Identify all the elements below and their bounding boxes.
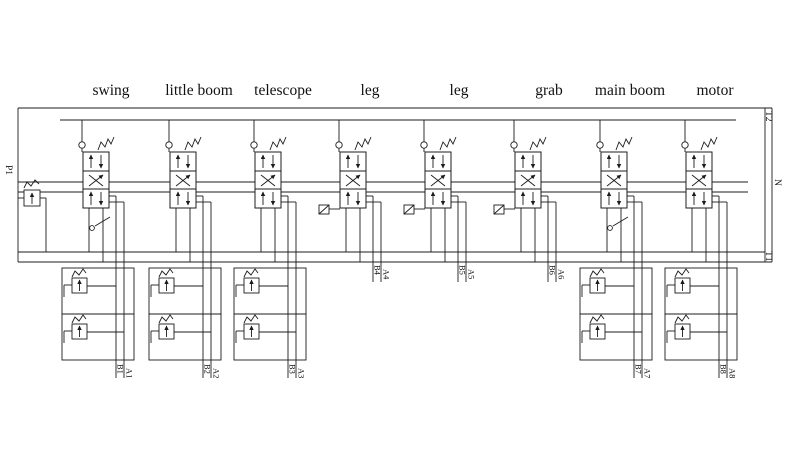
section-label: swing bbox=[92, 82, 129, 99]
main-port-label: P1 bbox=[3, 165, 13, 175]
check-valve bbox=[78, 141, 86, 149]
pilot-box-slash bbox=[403, 204, 415, 215]
work-port-label-a: A6 bbox=[557, 269, 567, 279]
section-label: little boom bbox=[165, 82, 233, 99]
flow-arrow bbox=[345, 174, 361, 187]
work-port-label-b: B2 bbox=[203, 364, 213, 374]
valve-body bbox=[685, 151, 713, 209]
valve-spring bbox=[269, 136, 287, 151]
relief-spring bbox=[71, 268, 87, 278]
flow-arrow bbox=[175, 174, 191, 187]
pilot-lever-line bbox=[612, 216, 629, 227]
work-port-label-b: B5 bbox=[458, 265, 468, 275]
pilot-box-slash bbox=[318, 204, 330, 215]
flow-arrow bbox=[430, 174, 446, 187]
work-port-label-a: A8 bbox=[728, 368, 738, 378]
flow-arrow bbox=[606, 174, 622, 187]
check-valve bbox=[165, 141, 173, 149]
relief-box bbox=[148, 313, 222, 361]
relief-spring bbox=[674, 314, 690, 324]
check-valve bbox=[681, 141, 689, 149]
relief-box bbox=[61, 313, 135, 361]
section-label: leg bbox=[450, 82, 469, 99]
valve-spring bbox=[184, 136, 202, 151]
check-valve bbox=[596, 141, 604, 149]
valve-spring bbox=[97, 136, 115, 151]
pilot-lever-circle bbox=[89, 225, 95, 231]
work-port-label-a: A1 bbox=[125, 368, 135, 378]
valve-spring bbox=[615, 136, 633, 151]
section-label: grab bbox=[535, 82, 563, 99]
section-label: motor bbox=[696, 82, 734, 99]
relief-spring bbox=[589, 314, 605, 324]
flow-arrow bbox=[691, 174, 707, 187]
valves-layer bbox=[23, 136, 738, 361]
relief-spring bbox=[158, 314, 174, 324]
work-port-label-b: B6 bbox=[548, 265, 558, 275]
check-valve bbox=[335, 141, 343, 149]
relief-spring bbox=[243, 268, 259, 278]
inlet-relief-spring bbox=[23, 179, 40, 189]
pilot-box-slash bbox=[493, 204, 505, 215]
section-label: main boom bbox=[595, 82, 665, 99]
work-port-label-b: B8 bbox=[719, 364, 729, 374]
section-label: leg bbox=[361, 82, 380, 99]
flow-arrow bbox=[88, 174, 104, 187]
pilot-lever-line bbox=[94, 216, 111, 227]
relief-spring bbox=[71, 314, 87, 324]
check-valve bbox=[510, 141, 518, 149]
check-valve bbox=[420, 141, 428, 149]
work-port-label-a: A4 bbox=[382, 269, 392, 280]
valve-spring bbox=[529, 136, 547, 151]
section-label: telescope bbox=[254, 82, 312, 99]
valve-spring bbox=[439, 136, 457, 151]
wires-layer bbox=[17, 107, 773, 378]
work-port-label-a: A5 bbox=[467, 269, 477, 279]
relief-box bbox=[664, 313, 738, 361]
main-port-label: T1 bbox=[763, 251, 773, 262]
main-port-label: T2 bbox=[763, 111, 773, 122]
relief-spring bbox=[674, 268, 690, 278]
work-port-label-b: B7 bbox=[634, 364, 644, 374]
check-valve bbox=[250, 141, 258, 149]
relief-box bbox=[579, 313, 653, 361]
relief-spring bbox=[243, 314, 259, 324]
work-port-label-b: B4 bbox=[373, 265, 383, 276]
main-port-label: N bbox=[772, 179, 782, 186]
valve-spring bbox=[700, 136, 718, 151]
flow-arrow bbox=[520, 174, 536, 187]
work-port-label-a: A7 bbox=[643, 368, 653, 378]
relief-box bbox=[233, 313, 307, 361]
valve-spring bbox=[354, 136, 372, 151]
work-port-label-b: B1 bbox=[116, 364, 126, 374]
flow-arrow bbox=[260, 174, 276, 187]
work-port-label-a: A2 bbox=[212, 368, 222, 378]
relief-spring bbox=[589, 268, 605, 278]
relief-spring bbox=[158, 268, 174, 278]
work-port-label-b: B3 bbox=[288, 364, 298, 374]
work-port-label-a: A3 bbox=[297, 368, 307, 378]
pilot-lever-circle bbox=[607, 225, 613, 231]
